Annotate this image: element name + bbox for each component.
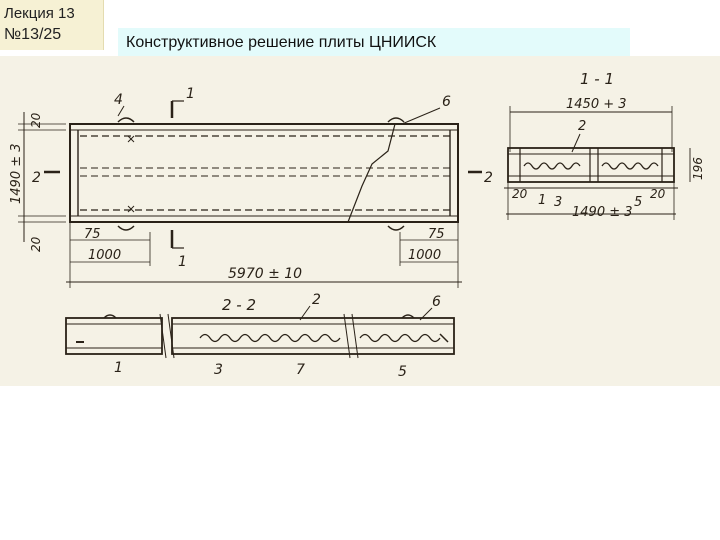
- section-2-2-callout-3: 3: [214, 362, 223, 378]
- section-1-1-callout-2: 2: [578, 119, 586, 134]
- lecture-label-box: Лекция 13 №13/25: [0, 0, 104, 50]
- section-1-1-callout-5: 5: [634, 195, 642, 210]
- lecture-label: Лекция 13: [4, 5, 75, 22]
- callout-2-left: 2: [32, 170, 41, 186]
- plan-view: [18, 100, 482, 288]
- plan-view-labels: 4 1 6 2 2 1 20 1490 ± 3 20 75 75 1000 10…: [9, 86, 493, 282]
- section-2-2: [65, 305, 455, 359]
- dim-edge-left: 75: [84, 227, 101, 242]
- section-2-2-callout-6: 6: [432, 294, 441, 310]
- dim-width-bottom: 1490 ± 3: [572, 205, 633, 220]
- dim-end-left: 1000: [88, 248, 121, 263]
- section-1-1-title: 1 - 1: [580, 70, 614, 88]
- slide-title-bar: Конструктивное решение плиты ЦНИИСК: [118, 28, 630, 58]
- callout-6: 6: [442, 94, 451, 110]
- dim-width-top: 1450 + 3: [566, 97, 627, 112]
- section-2-2-title: 2 - 2: [222, 296, 256, 314]
- section-2-2-callout-7: 7: [296, 362, 305, 378]
- plan-slab-outline: [69, 123, 459, 223]
- callout-4: 4: [114, 92, 123, 108]
- section-1-1: [504, 106, 691, 220]
- dim-1-1-right: 20: [650, 187, 666, 201]
- section-2-2-callout-2: 2: [312, 292, 321, 308]
- dim-left-top: 20: [29, 112, 43, 128]
- dim-left-bottom: 20: [29, 236, 43, 252]
- dim-overall-length: 5970 ± 10: [228, 266, 302, 282]
- callout-1-top: 1: [186, 86, 195, 102]
- slide-number: №13/25: [4, 26, 62, 43]
- section-2-2-labels: 2 - 2 2 6 1 3 7 5: [114, 292, 441, 380]
- dim-end-right: 1000: [408, 248, 441, 263]
- section-1-1-labels: 1 - 1 1450 + 3 2 1 3 5 20 20 196 1490 ± …: [512, 70, 705, 220]
- dim-1-1-height: 196: [691, 157, 705, 180]
- dim-1-1-left: 20: [512, 187, 528, 201]
- section-1-1-callout-3: 3: [554, 195, 562, 210]
- dim-left-height: 1490 ± 3: [9, 143, 24, 204]
- callout-2-right: 2: [484, 170, 493, 186]
- callout-1-bottom: 1: [178, 254, 187, 270]
- dim-edge-right: 75: [428, 227, 445, 242]
- section-2-2-callout-1: 1: [114, 360, 123, 376]
- technical-drawing: 4 1 6 2 2 1 20 1490 ± 3 20 75 75 1000 10…: [0, 56, 720, 386]
- section-2-2-callout-5: 5: [398, 364, 407, 380]
- slide-title: Конструктивное решение плиты ЦНИИСК: [126, 34, 437, 51]
- section-1-1-callout-1: 1: [538, 193, 546, 208]
- drawing-svg: 4 1 6 2 2 1 20 1490 ± 3 20 75 75 1000 10…: [0, 56, 720, 386]
